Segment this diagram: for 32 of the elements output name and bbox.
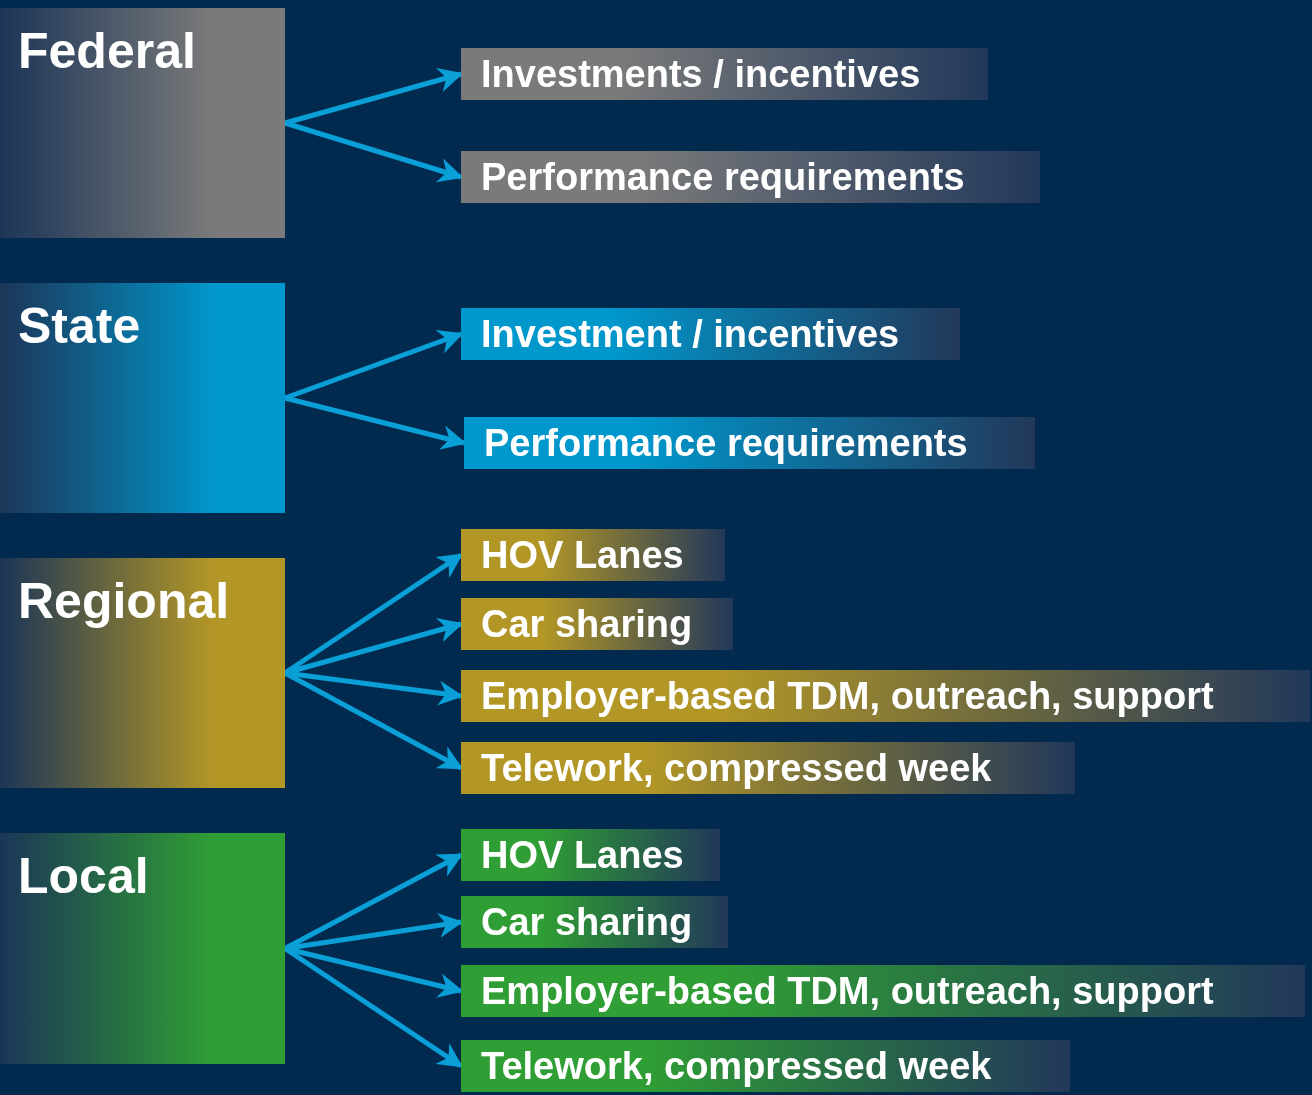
measure-label: Employer-based TDM, outreach, support (481, 969, 1215, 1014)
measure-box (461, 598, 733, 650)
measure-label: Telework, compressed week (481, 746, 993, 791)
measure-box (461, 829, 720, 881)
level-box (0, 8, 285, 238)
measure-label: Performance requirements (481, 155, 966, 200)
level-box (0, 558, 285, 788)
level-box (0, 833, 285, 1064)
measure-box (461, 1040, 1070, 1092)
measure-box (464, 417, 1035, 469)
measure-label: Telework, compressed week (481, 1044, 993, 1089)
measure-box (461, 965, 1305, 1017)
measure-label: Car sharing (481, 900, 694, 945)
level-title: State (18, 297, 142, 355)
level-box (0, 283, 285, 513)
measure-box (461, 742, 1075, 794)
measure-label: Investments / incentives (481, 52, 922, 97)
measure-label: Investment / incentives (481, 312, 901, 357)
measure-label: Performance requirements (484, 421, 969, 466)
measure-label: Employer-based TDM, outreach, support (481, 674, 1215, 719)
level-title: Local (18, 847, 150, 905)
level-title: Federal (18, 22, 197, 80)
measure-box (461, 529, 725, 581)
measure-box (461, 308, 960, 360)
measure-box (461, 896, 728, 948)
measure-box (461, 48, 988, 100)
level-title: Regional (18, 572, 231, 630)
measure-box (461, 151, 1040, 203)
measure-box (461, 670, 1310, 722)
measure-label: HOV Lanes (481, 533, 685, 578)
measure-label: HOV Lanes (481, 833, 685, 878)
measure-label: Car sharing (481, 602, 694, 647)
